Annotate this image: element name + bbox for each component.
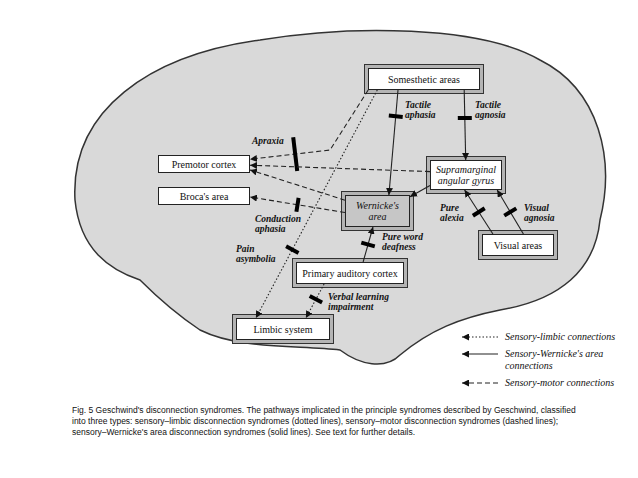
lesion-bar [389,116,403,117]
brain-area-box: Primary auditory cortex [296,262,404,284]
syndrome-label: Apraxia [252,136,297,146]
brain-area-box: Broca's area [158,187,250,205]
lesion-bar [296,198,298,212]
lesion-bar [473,208,485,216]
lesion-bar [293,137,297,171]
legend-entry: Sensory-Wernicke's area connections [505,348,617,372]
node-text: Limbic system [253,324,312,335]
brain-shape [75,30,606,364]
legend-text: Sensory-Wernicke's area connections [505,348,603,371]
connection-line [497,190,523,234]
node-text: Broca's area [180,191,229,202]
syndrome-label: Tactile agnosia [475,100,515,120]
connection-line [250,170,345,200]
connection-line [410,186,430,197]
brain-area-box: Limbic system [236,318,330,340]
node-text: Somesthetic areas [388,74,460,85]
syndrome-label: Conduction aphasia [255,214,310,234]
lesion-bar [361,243,375,247]
syndrome-label: Pain asymbolia [236,244,286,264]
brain-area-box: Visual areas [482,234,554,256]
legend-entry: Sensory-motor connections [505,377,635,389]
brain-area-box: Somesthetic areas [368,68,480,90]
legend-entry: Sensory-limbic connections [505,331,635,343]
connection-line [250,90,368,159]
legend-dashed-sample [462,382,498,383]
lesion-bar [458,116,472,120]
node-text: Primary auditory cortex [302,268,398,279]
syndrome-label: Visual agnosia [524,203,569,223]
brain-area-box: Supramarginal angular gyrus [430,160,502,190]
node-text: Premotor cortex [172,159,237,170]
syndrome-label: Tactile aphasia [405,100,443,120]
legend-dotted-sample [462,336,498,337]
legend-text: Sensory-limbic connections [505,331,615,342]
connection-line [465,190,493,234]
connection-line [250,197,345,213]
syndrome-label: Verbal learning impairment [328,292,403,312]
connection-line [464,90,466,160]
lesion-bar [504,208,516,215]
node-text: Wernicke's area [354,200,401,222]
node-text: Supramarginal angular gyrus [433,164,499,186]
connection-line [306,284,324,318]
legend-solid-sample [462,353,498,354]
connection-line [250,165,430,171]
connection-line [389,90,398,195]
brain-area-box: Wernicke's area [345,195,410,227]
syndrome-label: Pure alexia [440,203,470,223]
legend-text: Sensory-motor connections [505,377,614,388]
lesion-bar [286,246,298,253]
lesion-bar [310,296,322,303]
syndrome-label: Pure word deafness [382,232,437,252]
figure-caption: Fig. 5 Geschwind's disconnection syndrom… [72,405,577,438]
brain-area-box: Premotor cortex [158,155,250,173]
node-text: Visual areas [494,240,543,251]
